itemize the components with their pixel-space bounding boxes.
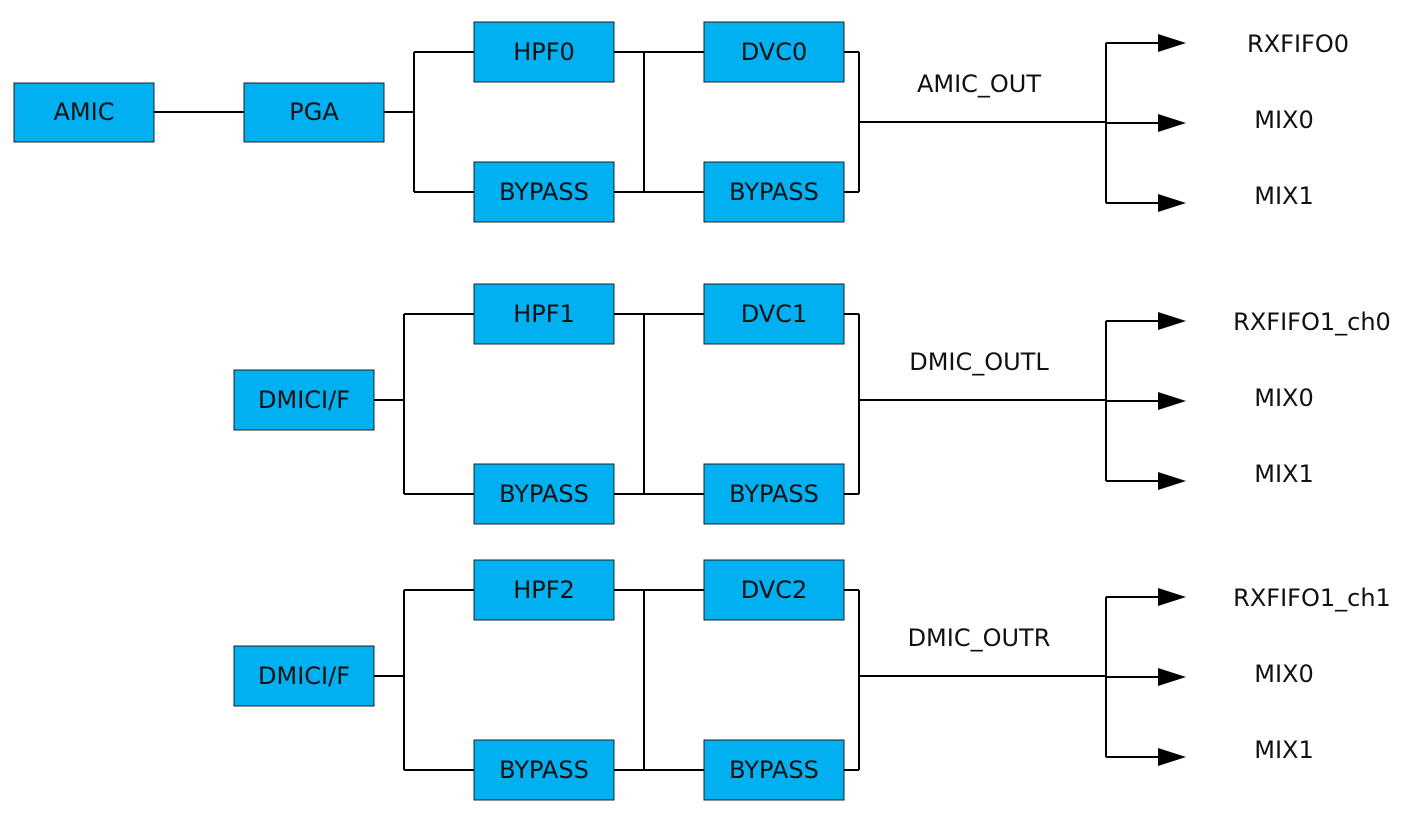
row-dmic-right-wires — [374, 588, 1186, 771]
hpf2-label: HPF2 — [513, 576, 575, 604]
dvc0-bypass-block: BYPASS — [703, 161, 845, 223]
arrow-mix1-icon — [1158, 472, 1186, 490]
dvc2-label: DVC2 — [741, 576, 808, 604]
hpf2-bypass-block: BYPASS — [473, 739, 615, 801]
row-dmic-left: DMICI/F HPF1 BYPASS DVC1 BYPASS — [233, 283, 1391, 525]
dvc1-block: DVC1 — [703, 283, 845, 345]
dvc2-block: DVC2 — [703, 559, 845, 621]
arrow-mix0-icon — [1158, 668, 1186, 686]
dmic-if-right-block: DMICI/F — [233, 645, 375, 707]
dvc2-bypass-block: BYPASS — [703, 739, 845, 801]
dvc2-bypass-label: BYPASS — [729, 756, 819, 784]
hpf1-block: HPF1 — [473, 283, 615, 345]
dest-mix0-label: MIX0 — [1254, 384, 1314, 412]
arrow-rxfifo1-ch1-icon — [1158, 588, 1186, 606]
row-amic-wires — [154, 34, 1186, 212]
hpf0-block: HPF0 — [473, 21, 615, 83]
hpf1-label: HPF1 — [513, 300, 575, 328]
row-dmic-right: DMICI/F HPF2 BYPASS DVC2 BYPASS — [233, 559, 1391, 801]
dest-mix1-label: MIX1 — [1254, 736, 1314, 764]
amic-label: AMIC — [54, 98, 115, 126]
amic-block: AMIC — [13, 82, 155, 143]
dvc1-bypass-block: BYPASS — [703, 463, 845, 525]
row-dmic-left-wires — [374, 312, 1186, 495]
arrow-mix0-icon — [1158, 114, 1186, 132]
dest-mix0-label: MIX0 — [1254, 660, 1314, 688]
dest-rxfifo1-ch0-label: RXFIFO1_ch0 — [1233, 308, 1391, 336]
dvc0-bypass-label: BYPASS — [729, 178, 819, 206]
arrow-rxfifo0-icon — [1158, 34, 1186, 52]
dmic-if-left-block: DMICI/F — [233, 369, 375, 431]
arrow-mix1-icon — [1158, 748, 1186, 766]
pga-block: PGA — [243, 82, 385, 143]
hpf0-bypass-label: BYPASS — [499, 178, 589, 206]
dmic-if-left-label: DMICI/F — [258, 386, 350, 414]
arrow-mix0-icon — [1158, 392, 1186, 410]
pga-label: PGA — [289, 98, 339, 126]
hpf0-bypass-block: BYPASS — [473, 161, 615, 223]
dmic-if-right-label: DMICI/F — [258, 662, 350, 690]
dvc1-label: DVC1 — [741, 300, 808, 328]
dest-mix1-label: MIX1 — [1254, 182, 1314, 210]
hpf1-bypass-label: BYPASS — [499, 480, 589, 508]
dest-mix1-label: MIX1 — [1254, 460, 1314, 488]
hpf2-bypass-label: BYPASS — [499, 756, 589, 784]
dest-rxfifo0-label: RXFIFO0 — [1247, 30, 1349, 58]
dmic-outr-label: DMIC_OUTR — [908, 624, 1051, 652]
hpf1-bypass-block: BYPASS — [473, 463, 615, 525]
dvc0-block: DVC0 — [703, 21, 845, 83]
dmic-outl-label: DMIC_OUTL — [909, 348, 1049, 376]
hpf0-label: HPF0 — [513, 38, 575, 66]
dest-mix0-label: MIX0 — [1254, 106, 1314, 134]
dvc0-label: DVC0 — [741, 38, 808, 66]
row-amic: AMIC PGA HPF0 BYPASS DVC0 BYPASS — [13, 21, 1349, 223]
arrow-rxfifo1-ch0-icon — [1158, 312, 1186, 330]
hpf2-block: HPF2 — [473, 559, 615, 621]
dest-rxfifo1-ch1-label: RXFIFO1_ch1 — [1233, 584, 1391, 612]
amic-out-label: AMIC_OUT — [917, 70, 1041, 98]
dvc1-bypass-label: BYPASS — [729, 480, 819, 508]
arrow-mix1-icon — [1158, 194, 1186, 212]
